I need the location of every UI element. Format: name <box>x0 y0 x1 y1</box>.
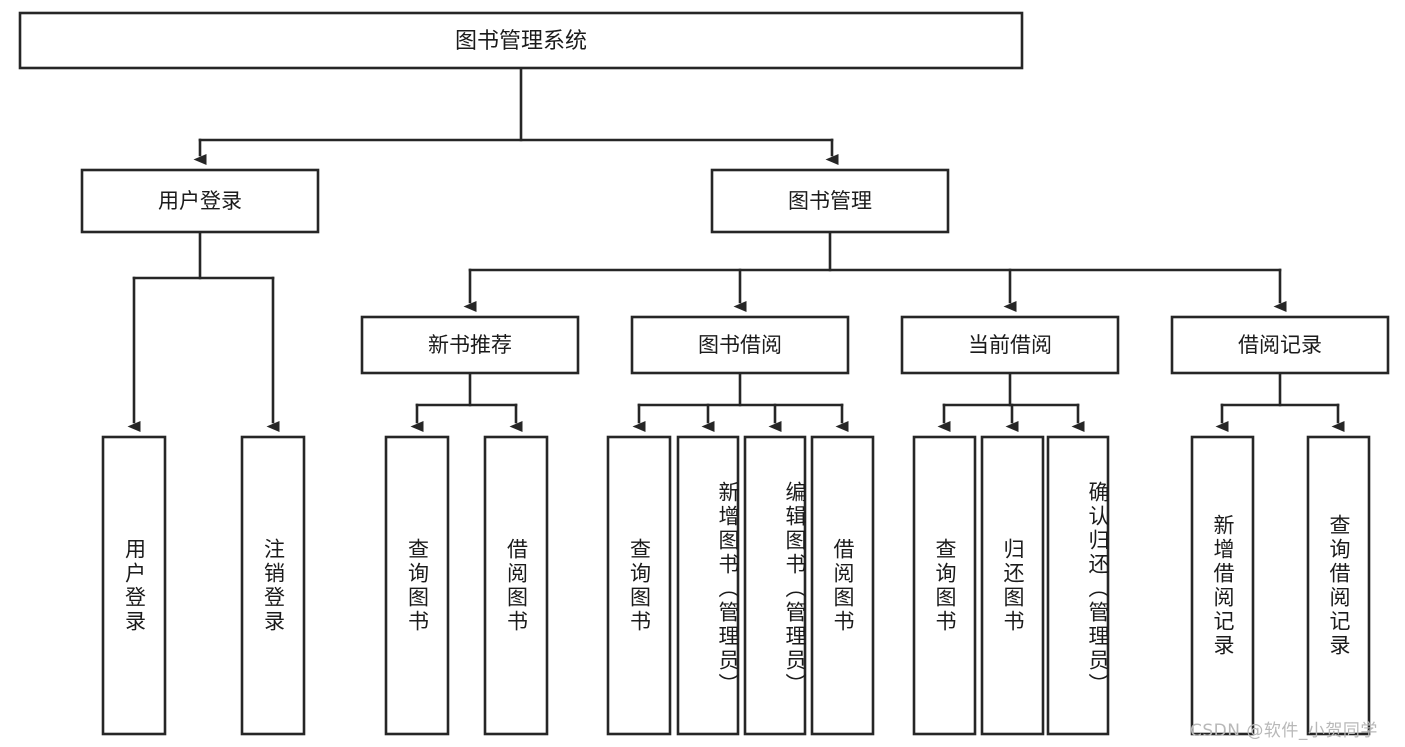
node-recommend-borrow-book-box[interactable] <box>483 435 549 736</box>
node-book-borrow[interactable]: 图书借阅 <box>630 315 850 375</box>
node-root-label: 图书管理系统 <box>455 29 587 54</box>
node-borrow-record[interactable]: 借阅记录 <box>1170 315 1390 375</box>
node-current-borrow-label: 当前借阅 <box>968 333 1052 357</box>
node-book-borrow-box[interactable] <box>630 315 850 375</box>
node-borrow-add-book-box[interactable] <box>676 435 740 736</box>
connector-group-book-borrow <box>632 371 849 432</box>
node-borrow-query-book-box[interactable] <box>606 435 672 736</box>
connector-group-user-login <box>127 230 280 432</box>
node-recommend-query-book-box[interactable] <box>384 435 450 736</box>
node-user-login-label: 用户登录 <box>158 189 242 213</box>
node-current-confirm-return-box[interactable] <box>1046 435 1110 736</box>
node-root[interactable]: 图书管理系统 <box>18 11 1024 70</box>
node-user-login-box[interactable] <box>80 168 320 234</box>
node-new-book-recommend-box[interactable] <box>360 315 580 375</box>
node-current-query-book-box[interactable] <box>912 435 977 736</box>
node-user-login-do-box[interactable] <box>101 435 167 736</box>
connector-group-borrow-record <box>1215 371 1345 432</box>
connector-group-new-book-recommend <box>410 371 523 432</box>
csdn-watermark: CSDN @软件_小贺同学 <box>1190 721 1378 741</box>
node-borrow-record-box[interactable] <box>1170 315 1390 375</box>
node-new-book-recommend-label: 新书推荐 <box>428 333 512 357</box>
node-new-book-recommend[interactable]: 新书推荐 <box>360 315 580 375</box>
node-current-borrow[interactable]: 当前借阅 <box>900 315 1120 375</box>
node-borrow-borrow-book-box[interactable] <box>810 435 875 736</box>
node-user-logout-box[interactable] <box>240 435 306 736</box>
node-book-manage[interactable]: 图书管理 <box>710 168 950 234</box>
node-borrow-edit-book-box[interactable] <box>743 435 807 736</box>
node-book-manage-box[interactable] <box>710 168 950 234</box>
node-record-query-box[interactable] <box>1306 435 1371 736</box>
node-root-box[interactable] <box>18 11 1024 70</box>
node-book-manage-label: 图书管理 <box>788 189 872 213</box>
connector-group-root <box>193 66 839 165</box>
node-current-return-book-box[interactable] <box>980 435 1045 736</box>
node-user-login[interactable]: 用户登录 <box>80 168 320 234</box>
connector-group-book-manage <box>463 230 1287 312</box>
node-record-add-box[interactable] <box>1190 435 1255 736</box>
node-book-borrow-label: 图书借阅 <box>698 333 782 357</box>
node-borrow-record-label: 借阅记录 <box>1238 333 1322 357</box>
node-current-borrow-box[interactable] <box>900 315 1120 375</box>
connector-group-current-borrow <box>937 371 1085 432</box>
